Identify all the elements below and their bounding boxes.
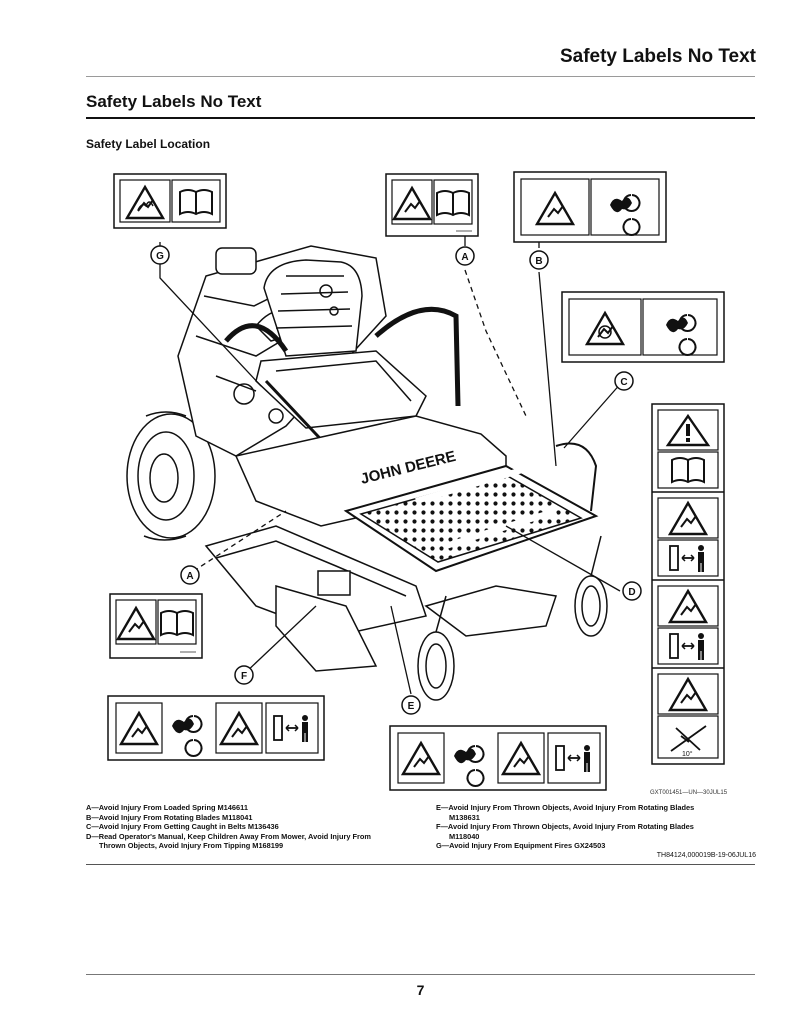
svg-text:B: B [535,256,542,267]
legend-item-f-cont: M118040 [449,831,480,841]
footer-divider [86,974,755,975]
legend-item-e: E—Avoid Injury From Thrown Objects, Avoi… [436,803,695,812]
safety-label-e [389,725,607,791]
legend-item-a: A—Avoid Injury From Loaded Spring M14661… [86,803,248,812]
safety-label-a-bottom [109,593,203,659]
callout-b: B [529,250,549,270]
callout-c: C [614,371,634,391]
section-divider [86,117,755,119]
callout-e: E [401,695,421,715]
safety-label-c [561,291,725,363]
legend-item-d-cont: Thrown Objects, Avoid Injury From Tippin… [99,841,284,851]
safety-label-location-figure: JOHN DEERE G [107,171,725,791]
page-header-title: Safety Labels No Text [559,46,756,67]
svg-text:D: D [628,587,635,598]
subsection-title: Safety Label Location [86,137,211,151]
mower-drawing: JOHN DEERE [126,245,608,701]
safety-label-g [113,173,227,229]
header-divider [86,76,755,77]
legend-item-d: D—Read Operator's Manual, Keep Children … [86,831,371,841]
legend-item-e-cont: M138631 [449,812,480,822]
legend-item-g: G—Avoid Injury From Equipment Fires GX24… [436,841,606,851]
tipping-icon [670,725,707,752]
svg-text:G: G [156,251,164,262]
belt-entanglement-icon [598,325,612,339]
legend-left: A—Avoid Injury From Loaded Spring M14661… [86,803,416,851]
svg-text:A: A [186,571,193,582]
legend-right: E—Avoid Injury From Thrown Objects, Avoi… [436,803,766,851]
fire-icon [137,201,154,211]
legend-item-f: F—Avoid Injury From Thrown Objects, Avoi… [436,822,694,832]
callout-f: F [234,665,254,685]
legend-item-c: C—Avoid Injury From Getting Caught in Be… [86,822,279,832]
svg-text:E: E [408,701,415,712]
safety-label-a-top [385,173,479,237]
svg-text:10°: 10° [682,750,693,758]
svg-text:A: A [461,252,468,263]
safety-label-d: 10° [651,403,725,765]
page-number: 7 [416,982,425,998]
figure-code: GXT001451—UN—30JUL15 [650,790,728,796]
svg-text:C: C [620,377,627,388]
warning-triangle-icon [665,413,711,447]
safety-label-b [513,171,667,243]
content-end-divider [86,864,755,865]
legend-item-b: B—Avoid Injury From Rotating Blades M118… [86,812,253,822]
section-title: Safety Labels No Text [86,92,262,111]
svg-text:F: F [241,671,247,682]
callout-a-top: A [455,246,475,266]
callout-d: D [622,581,642,601]
leader-lines [159,234,623,695]
safety-label-f [107,695,325,761]
callout-g: G [150,245,170,265]
reference-code: TH84124,000019B-19-06JUL16 [656,852,756,859]
callout-a-bottom: A [180,565,200,585]
